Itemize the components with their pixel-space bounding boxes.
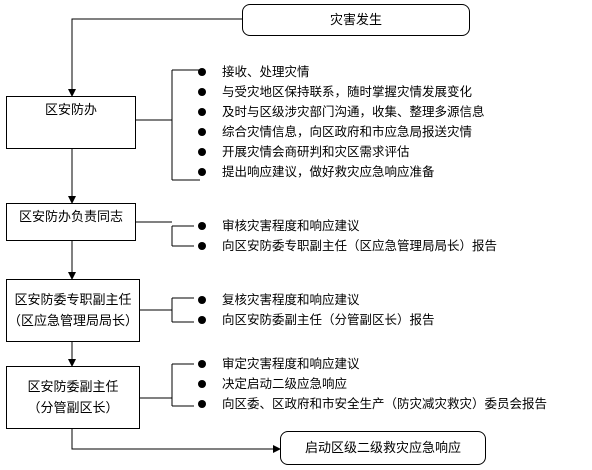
office-responsible-label: 区安防办负责同志 <box>18 210 123 225</box>
vice-chair-node: 区安防委副主任 （分管副区长） <box>6 366 140 429</box>
district-safety-office-node: 区安防办 <box>6 96 136 149</box>
vice-chair-subtitle: （分管副区长） <box>27 400 119 416</box>
vice-chair-title: 区安防委副主任 <box>27 379 119 395</box>
disaster-occurs-node: 灾害发生 <box>242 4 470 36</box>
list-item: 向区委、区政府和市安全生产（防灾减灾救灾）委员会报告 <box>196 394 547 414</box>
deputy-director-node: 区安防委专职副主任 （区应急管理局局长） <box>6 279 140 342</box>
office-tasks-list: 接收、处理灾情 与受灾地区保持联系，随时掌握灾情发展变化 及时与区级涉灾部门沟通… <box>196 62 485 182</box>
arrow-start-to-office <box>68 18 242 97</box>
list-item: 与受灾地区保持联系，随时掌握灾情发展变化 <box>196 82 485 102</box>
launch-response-node: 启动区级二级救灾应急响应 <box>280 431 486 465</box>
list-item: 审核灾害程度和响应建议 <box>196 216 497 236</box>
list-item: 向区安防委专职副主任（区应急管理局局长）报告 <box>196 236 497 256</box>
list-item: 审定灾害程度和响应建议 <box>196 354 547 374</box>
vice-chair-tasks-list: 审定灾害程度和响应建议 决定启动二级应急响应 向区委、区政府和市安全生产（防灾减… <box>196 354 547 414</box>
bracket-vicechair <box>140 363 194 407</box>
list-item: 向区安防委副主任（分管副区长）报告 <box>196 310 435 330</box>
deputy-tasks-list: 复核灾害程度和响应建议 向区安防委副主任（分管副区长）报告 <box>196 290 435 330</box>
list-item: 复核灾害程度和响应建议 <box>196 290 435 310</box>
responsible-tasks-list: 审核灾害程度和响应建议 向区安防委专职副主任（区应急管理局局长）报告 <box>196 216 497 256</box>
arrow-vicechair-to-end <box>71 429 281 453</box>
list-item: 开展灾情会商研判和灾区需求评估 <box>196 142 485 162</box>
list-item: 及时与区级涉灾部门沟通，收集、整理多源信息 <box>196 102 485 122</box>
list-item: 综合灾情信息，向区政府和市应急局报送灾情 <box>196 122 485 142</box>
list-item: 接收、处理灾情 <box>196 62 485 82</box>
bracket-deputy <box>140 297 194 323</box>
list-item: 决定启动二级应急响应 <box>196 374 547 394</box>
deputy-director-subtitle: （区应急管理局局长） <box>7 313 138 329</box>
disaster-occurs-label: 灾害发生 <box>329 12 382 28</box>
bracket-responsible <box>136 221 194 247</box>
office-responsible-node: 区安防办负责同志 <box>6 203 136 241</box>
list-item: 提出响应建议，做好救灾应急响应准备 <box>196 162 485 182</box>
launch-response-label: 启动区级二级救灾应急响应 <box>304 440 461 456</box>
district-safety-office-label: 区安防办 <box>44 103 97 118</box>
bracket-office <box>136 69 200 181</box>
deputy-director-title: 区安防委专职副主任 <box>14 292 132 308</box>
